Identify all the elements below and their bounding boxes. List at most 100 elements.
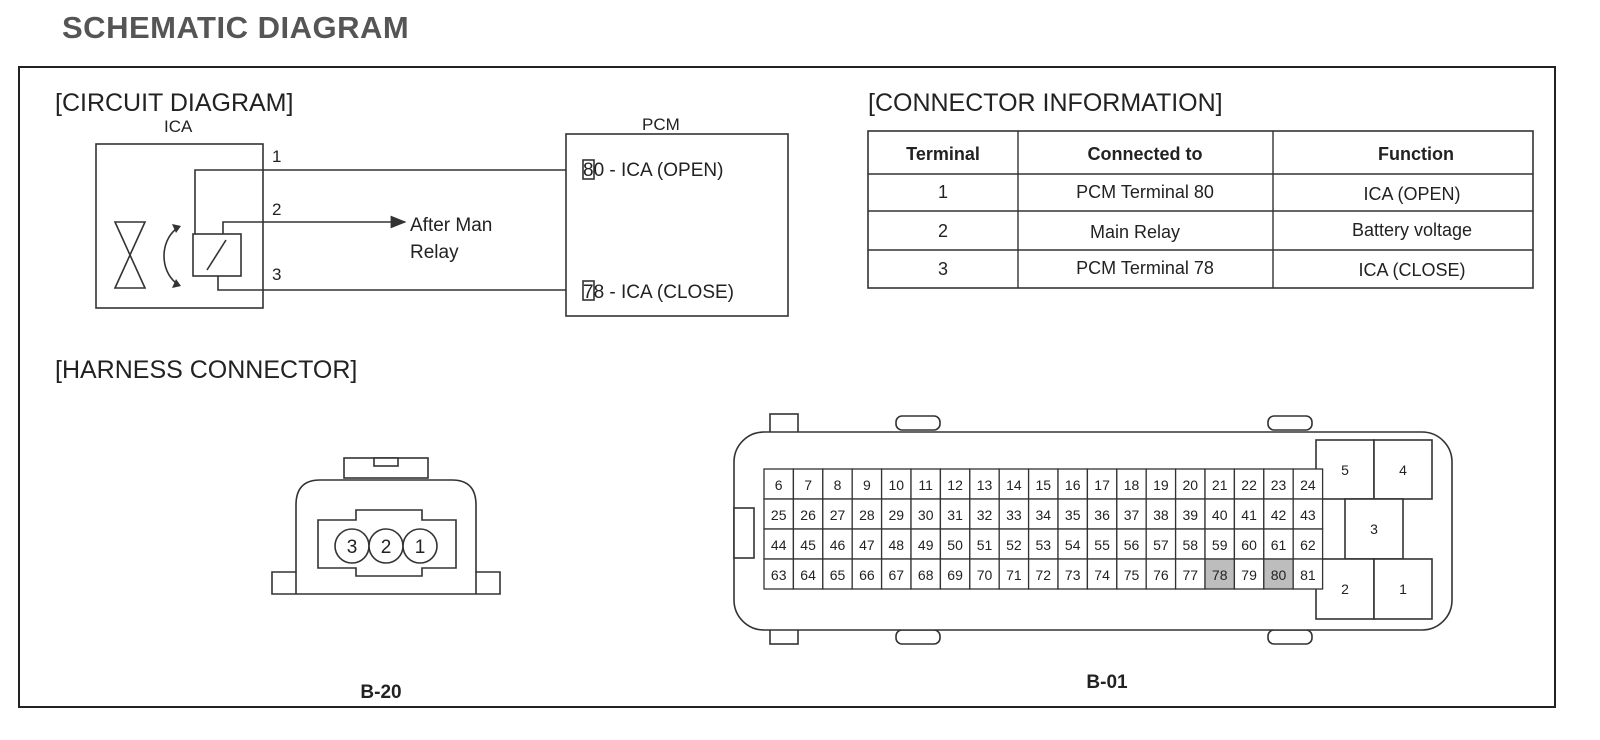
b01-pin-number: 63	[771, 567, 787, 583]
b01-pin-cell	[822, 468, 853, 500]
b01-pin-cell	[792, 468, 824, 500]
table-cell: ICA (OPEN)	[1363, 184, 1460, 204]
b01-pin-number: 49	[918, 537, 934, 553]
b01-pin-number: 13	[977, 477, 993, 493]
b01-pin-cell	[1116, 528, 1147, 560]
b01-pin-cell	[1116, 498, 1147, 530]
b01-pin-number: 23	[1271, 477, 1287, 493]
b01-pin-cell	[792, 498, 824, 530]
b01-pin-number: 40	[1212, 507, 1228, 523]
b01-pin-number: 39	[1183, 507, 1199, 523]
b01-pin-cell	[822, 528, 853, 560]
b01-pin-number: 27	[830, 507, 846, 523]
b01-pin-cell	[1233, 558, 1265, 590]
pcm-pin-close-label: 78 - ICA (CLOSE)	[583, 282, 734, 303]
b01-pin-cell	[1174, 558, 1206, 590]
ica-pin-2: 2	[272, 200, 281, 219]
b01-pin-number: 57	[1153, 537, 1169, 553]
b01-pin-cell	[1292, 528, 1324, 560]
b01-pin-cell	[822, 498, 853, 530]
b01-label: B-01	[1086, 672, 1128, 693]
b01-pin-number: 74	[1094, 567, 1110, 583]
wire-pin3-internal	[217, 276, 266, 291]
b01-pin-number: 30	[918, 507, 934, 523]
b01-pin-cell	[851, 468, 883, 500]
b01-pin-number: 42	[1271, 507, 1287, 523]
table-cell: Battery voltage	[1352, 220, 1472, 240]
table-header-terminal: Terminal	[906, 144, 980, 164]
b01-pin-number: 73	[1065, 567, 1081, 583]
b01-pin-number: 76	[1153, 567, 1169, 583]
b01-pin-number: 15	[1036, 477, 1052, 493]
b01-pin-number: 56	[1124, 537, 1140, 553]
b01-pin-number: 58	[1183, 537, 1199, 553]
harness-heading: [HARNESS CONNECTOR]	[55, 356, 357, 384]
b01-pin-number: 10	[889, 477, 905, 493]
wire-pin2-internal	[222, 221, 266, 234]
coil-icon	[192, 233, 242, 277]
rotation-arrow-icon	[163, 224, 181, 288]
b01-pin-number: 61	[1271, 537, 1287, 553]
b01-pin-cell	[1204, 498, 1236, 530]
b01-pin-number: 29	[889, 507, 905, 523]
b01-pin-number: 50	[947, 537, 963, 553]
table-header-connected-to: Connected to	[1088, 144, 1203, 164]
b01-pin-cell	[998, 528, 1030, 560]
table-cell: ICA (CLOSE)	[1358, 260, 1465, 280]
circuit-heading: [CIRCUIT DIAGRAM]	[55, 89, 293, 117]
pcm-pin-open-label: 80 - ICA (OPEN)	[583, 160, 723, 181]
b01-pin-number: 17	[1094, 477, 1110, 493]
b01-pin-number: 81	[1300, 567, 1316, 583]
b01-pin-number: 22	[1241, 477, 1257, 493]
table-cell: 1	[938, 182, 948, 202]
b01-pin-number: 44	[771, 537, 787, 553]
b01-pin-number: 64	[800, 567, 816, 583]
b20-pin: 2	[381, 537, 392, 558]
valve-icon	[113, 221, 147, 289]
b01-pin-cell	[792, 528, 824, 560]
ica-pin-1: 1	[272, 147, 281, 166]
b01-pin-cell	[1263, 558, 1294, 590]
b01-pin-number: 14	[1006, 477, 1022, 493]
b01-pin-cell	[1204, 468, 1236, 500]
b01-pin-number: 34	[1036, 507, 1052, 523]
b01-pin-number: 11	[918, 477, 933, 493]
b01-pin-number: 69	[947, 567, 963, 583]
pcm-pin78-marker	[582, 280, 595, 301]
relay-label-line2: Relay	[410, 242, 459, 263]
diagram-frame	[18, 66, 1556, 708]
b01-pin-cell	[998, 468, 1030, 500]
b01-pin-number: 65	[830, 567, 846, 583]
b01-pin-cell	[763, 468, 795, 500]
b20-label: B-20	[360, 682, 401, 703]
b01-pin-number: 45	[800, 537, 816, 553]
b01-pin-number: 20	[1183, 477, 1199, 493]
b01-pin-cell	[763, 558, 795, 590]
b01-pin-number: 59	[1212, 537, 1228, 553]
page-title: SCHEMATIC DIAGRAM	[62, 10, 410, 45]
table-cell: 2	[938, 221, 948, 241]
b01-pin-cell	[1057, 558, 1089, 590]
b01-pin-number: 18	[1124, 477, 1140, 493]
b01-pin-number: 66	[859, 567, 875, 583]
b01-pin-number: 54	[1065, 537, 1081, 553]
b01-pin-cell	[1204, 558, 1236, 590]
b01-pin-number: 70	[977, 567, 993, 583]
b01-pin-cell	[939, 498, 971, 530]
b01-pin-number: 43	[1300, 507, 1316, 523]
b01-pin-number: 35	[1065, 507, 1081, 523]
b01-pin-cell	[880, 528, 912, 560]
b01-pin-number: 32	[977, 507, 993, 523]
b01-pin-cell	[1174, 498, 1206, 530]
table-cell: Main Relay	[1090, 222, 1180, 242]
b01-pin-number: 75	[1124, 567, 1140, 583]
b01-pin-number: 60	[1241, 537, 1257, 553]
b20-pin: 3	[347, 537, 358, 558]
b01-power-pin: 3	[1370, 521, 1378, 537]
b01-pin-number: 41	[1241, 507, 1257, 523]
b01-pin-number: 28	[859, 507, 875, 523]
b01-pin-number: 53	[1036, 537, 1052, 553]
b01-pin-cell	[1174, 468, 1206, 500]
b01-pin-number: 31	[947, 507, 963, 523]
